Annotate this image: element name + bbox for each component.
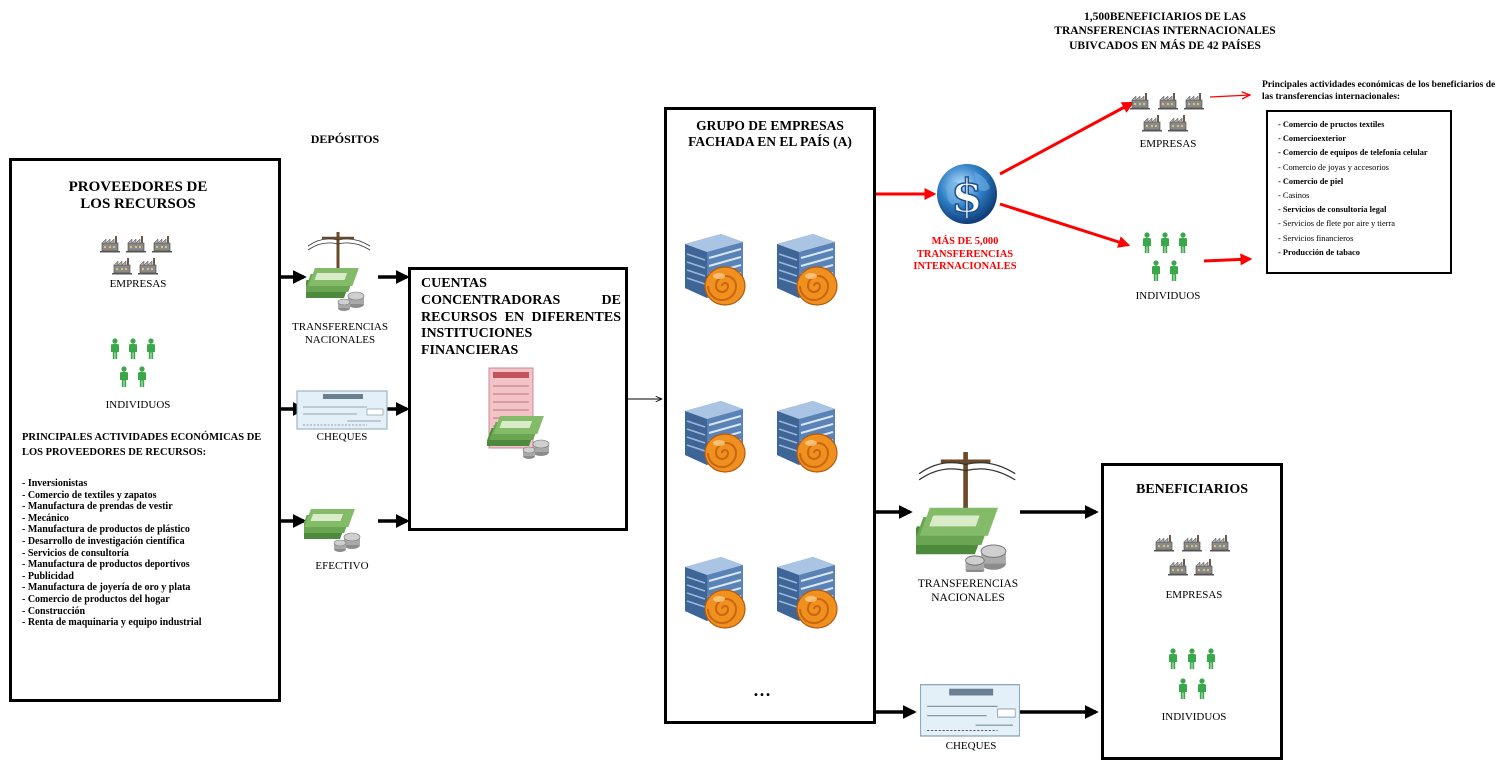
providers-empresas-label: EMPRESAS bbox=[109, 278, 167, 290]
list-item: - Producción de tabaco bbox=[1278, 247, 1360, 257]
providers-activities-title: PRINCIPALES ACTIVIDADES ECONÓMICAS DE LO… bbox=[22, 432, 262, 458]
intl-beneficiaries-title: 1,500BENEFICIARIOS DE LAS TRANSFERENCIAS… bbox=[1054, 11, 1276, 52]
deposit-transfer-label-line2: NACIONALES bbox=[304, 334, 376, 347]
accounts-box: CUENTAS CONCENTRADORAS DE RECURSOS EN DI… bbox=[408, 267, 628, 531]
svg-text:$: $ bbox=[951, 169, 983, 223]
list-item: - Servicios de consultoría legal bbox=[1278, 205, 1387, 215]
providers-people-icon bbox=[111, 338, 155, 387]
building-icon bbox=[776, 556, 838, 629]
providers-title-line1: PROVEEDORES DE bbox=[68, 179, 208, 195]
domestic-transfer-label-line1: TRANSFERENCIAS bbox=[917, 578, 1019, 590]
list-item: - Comercio de equipos de telefonía celul… bbox=[1278, 148, 1428, 158]
list-item: - Desarrollo de investigación científica bbox=[22, 535, 185, 547]
accounts-title: CUENTAS CONCENTRADORAS DE RECURSOS EN DI… bbox=[421, 276, 621, 359]
list-item: - Comercioexterior bbox=[1278, 134, 1346, 144]
deposit-transfer-label-line1: TRANSFERENCIAS bbox=[292, 321, 388, 333]
beneficiaries-individuos-label: INDIVIDUOS bbox=[1161, 711, 1227, 723]
list-item: - Servicios de consultoría bbox=[22, 547, 129, 559]
front-companies-title: GRUPO DE EMPRESAS FACHADA EN EL PAÍS (A) bbox=[667, 118, 873, 149]
national-transfer-icon bbox=[306, 232, 372, 312]
list-item: - Inversionistas bbox=[22, 478, 88, 489]
list-item: - Casinos bbox=[1278, 191, 1310, 201]
providers-title-line2: LOS RECURSOS bbox=[80, 196, 196, 213]
front-companies-title-line2: FACHADA EN EL PAÍS (A) bbox=[688, 133, 852, 149]
list-item: - Publicidad bbox=[22, 570, 74, 582]
deposit-efectivo-label: EFECTIVO bbox=[315, 560, 369, 572]
building-icon bbox=[684, 400, 746, 473]
depositos-label: DEPÓSITOS bbox=[310, 132, 380, 146]
national-transfer-out-icon bbox=[916, 452, 1020, 572]
intl-activities-title: Principales actividades económicas de lo… bbox=[1262, 80, 1496, 103]
intl-empresas-label: EMPRESAS bbox=[1139, 138, 1197, 150]
list-item: - Manufactura de prendas de vestir bbox=[22, 501, 173, 513]
front-companies-box: GRUPO DE EMPRESAS FACHADA EN EL PAÍS (A)… bbox=[664, 107, 876, 724]
intl-factories-icon bbox=[1129, 92, 1205, 132]
building-icon bbox=[776, 400, 838, 473]
domestic-transfer-label-line2: NACIONALES bbox=[931, 591, 1005, 604]
providers-factories-icon bbox=[99, 235, 173, 275]
intl-transfers-label-line1: MÁS DE 5,000 bbox=[931, 236, 999, 247]
list-item: - Construcción bbox=[22, 605, 86, 617]
list-item: - Servicios de flete por aire y tierra bbox=[1278, 219, 1395, 229]
building-icon bbox=[684, 556, 746, 629]
list-item: - Mecánico bbox=[22, 512, 69, 524]
beneficiaries-empresas-label: EMPRESAS bbox=[1165, 589, 1223, 601]
list-item: - Manufactura de joyería de oro y plata bbox=[22, 582, 191, 594]
intl-transfers-label: MÁS DE 5,000 TRANSFERENCIAS INTERNACIONA… bbox=[905, 236, 1025, 274]
intl-people-icon bbox=[1143, 232, 1187, 281]
list-item: - Comercio de productos del hogar bbox=[22, 593, 170, 605]
list-item: - Manufactura de productos deportivos bbox=[22, 559, 190, 571]
beneficiaries-box: BENEFICIARIOS EMPRESAS INDIVIDUOS bbox=[1101, 463, 1283, 760]
domestic-transfer-label: TRANSFERENCIAS NACIONALES bbox=[912, 578, 1024, 606]
deposit-transfer-label: TRANSFERENCIAS NACIONALES bbox=[290, 321, 390, 347]
intl-activities-list: - Comercio de pructos textiles - Comerci… bbox=[1278, 118, 1448, 260]
deposit-cheques-label: CHEQUES bbox=[316, 431, 368, 443]
list-item: - Servicios financieros bbox=[1278, 233, 1354, 243]
list-item: - Comercio de pructos textiles bbox=[1278, 120, 1385, 129]
building-icon bbox=[776, 233, 838, 306]
intl-transfers-label-line2: TRANSFERENCIAS bbox=[916, 248, 1014, 260]
providers-box: PROVEEDORES DE LOS RECURSOS EMPRESAS IND… bbox=[9, 158, 281, 702]
cheque-icon bbox=[296, 390, 388, 430]
beneficiaries-factories-icon bbox=[1153, 534, 1231, 576]
dollar-globe-icon: $ bbox=[937, 164, 997, 224]
providers-activities-list: - Inversionistas - Comercio de textiles … bbox=[22, 478, 272, 629]
front-companies-ellipsis: … bbox=[753, 680, 771, 700]
building-icon bbox=[684, 233, 746, 306]
intl-individuos-label: INDIVIDUOS bbox=[1135, 290, 1201, 302]
intl-transfers-label-line3: INTERNACIONALES bbox=[913, 261, 1017, 273]
cash-icon bbox=[304, 508, 361, 553]
providers-individuos-label: INDIVIDUOS bbox=[105, 399, 171, 411]
list-item: - Manufactura de productos de plástico bbox=[22, 524, 190, 536]
intl-activities-box: - Comercio de pructos textiles - Comerci… bbox=[1266, 110, 1452, 274]
accounts-document-money-icon bbox=[487, 367, 550, 460]
list-item: - Comercio de textiles y zapatos bbox=[22, 489, 157, 501]
providers-title: PROVEEDORES DE LOS RECURSOS bbox=[12, 179, 264, 214]
cheque-out-icon bbox=[920, 684, 1020, 737]
front-companies-title-line1: GRUPO DE EMPRESAS bbox=[696, 118, 844, 133]
beneficiaries-title: BENEFICIARIOS bbox=[1135, 482, 1249, 497]
list-item: - Renta de maquinaria y equipo industria… bbox=[22, 617, 202, 629]
list-item: - Comercio de piel bbox=[1278, 176, 1344, 186]
beneficiaries-people-icon bbox=[1169, 648, 1215, 699]
domestic-cheques-label: CHEQUES bbox=[945, 740, 997, 752]
list-item: - Comercio de joyas y accesorios bbox=[1278, 162, 1389, 172]
